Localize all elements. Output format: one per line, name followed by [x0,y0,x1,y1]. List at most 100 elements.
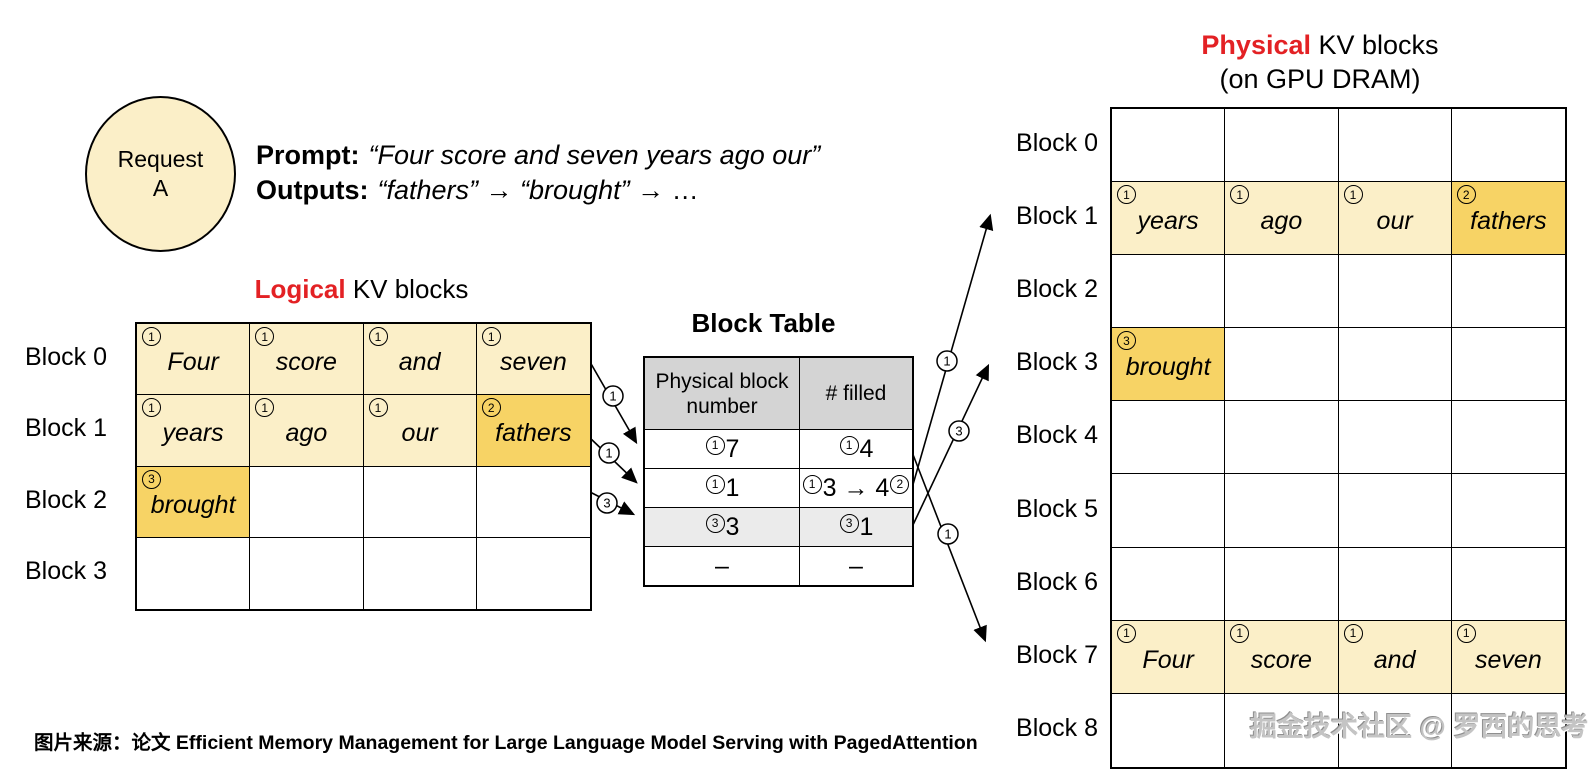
kv-cell [250,537,364,609]
kv-cell [1225,328,1339,402]
kv-cell [1451,401,1565,475]
request-label-line1: Request [117,146,204,172]
kv-cell [1338,328,1452,402]
logical-title-rest: KV blocks [345,274,469,304]
block-table-title: Block Table [691,308,836,338]
arrow-version-badge-circle [596,492,618,514]
kv-cell [1338,547,1452,621]
block-row-label: Block 1 [25,414,107,443]
kv-cell [1338,255,1452,329]
kv-cell [1225,401,1339,475]
outputs-arrow-1: → [478,175,521,205]
outputs-label: Outputs: [256,175,369,205]
block-row-label: Block 2 [25,485,107,514]
kv-token-word: fathers [495,419,572,448]
slot-version-badge: 1 [1230,623,1250,643]
kv-token-word: seven [1475,645,1542,674]
kv-token-word: brought [1125,353,1211,382]
arrow-version-badge-circle [937,523,959,545]
kv-token-word: score [1250,645,1312,674]
block-table-value: 1 [859,512,874,541]
kv-cell [1112,693,1226,767]
kv-cell [363,466,477,538]
kv-cell [1112,474,1226,548]
block-table-row: –– [645,547,912,585]
arrow-version-badge-label: 1 [944,527,951,542]
entry-version-badge: 1 [839,435,859,455]
physical-title-line1: Physical KV blocks [1120,28,1520,62]
outputs-word-2: “brought” [520,175,630,205]
kv-token-word: years [1137,207,1199,236]
block-row-label: Block 0 [1016,129,1098,158]
slot-version-badge: 1 [142,327,161,346]
slot-version-badge: 1 [481,327,501,346]
arrow-version-badge-circle [602,385,624,407]
request-label-line2: A [152,175,169,201]
outputs-line: Outputs:“fathers” → “brought” → … [256,173,820,208]
block-table-value: – [849,551,863,580]
kv-cell [1451,255,1565,329]
arrow-version-badge-label: 1 [605,446,612,461]
slot-version-badge: 1 [1230,185,1250,205]
kv-cell: 1 our [1338,182,1452,256]
block-row-label: Block 2 [1016,275,1098,304]
mapping-arrow [589,361,638,445]
block-table-value: 7 [725,434,740,463]
kv-token-word: our [1376,207,1413,236]
block-row-label: Block 0 [25,343,107,372]
watermark: 掘金技术社区 @ 罗西的思考 [1250,712,1589,742]
kv-token-word: ago [1260,207,1303,236]
kv-token-word: Four [167,348,219,377]
kv-cell [476,537,590,609]
kv-cell [1112,547,1226,621]
slot-version-badge: 1 [368,327,388,346]
slot-version-badge: 1 [255,398,275,418]
kv-cell [1451,693,1565,767]
slot-version-badge: 2 [1456,185,1476,205]
mapping-arrow [589,491,636,516]
block-table-value: – [715,551,729,580]
kv-token-word: seven [500,348,567,377]
block-row-label: Block 5 [1016,494,1098,523]
outputs-arrow-2: → … [629,175,699,205]
kv-cell: 1 seven [476,324,590,396]
kv-token-word: Four [1142,645,1194,674]
kv-token-word: brought [150,490,236,519]
kv-cell [1451,328,1565,402]
arrow-version-badge-circle [936,350,958,372]
logical-title-accent: Logical [254,274,346,304]
kv-cell [1338,474,1452,548]
slot-version-badge: 1 [142,398,161,418]
logical-kv-title: Logical KV blocks [135,274,588,305]
slot-version-badge: 1 [1343,185,1363,205]
mapping-arrow [588,436,638,484]
block-row-label: Block 4 [1016,421,1098,450]
kv-token-word: and [1373,645,1416,674]
block-table-value: 3 [725,512,740,541]
source-caption: 图片来源：论文 Efficient Memory Management for … [34,732,978,754]
block-row-label: Block 7 [1016,640,1098,669]
kv-token-word: our [401,419,438,448]
kv-cell [250,466,364,538]
slot-version-badge: 1 [1117,623,1136,643]
kv-cell [1225,109,1339,183]
